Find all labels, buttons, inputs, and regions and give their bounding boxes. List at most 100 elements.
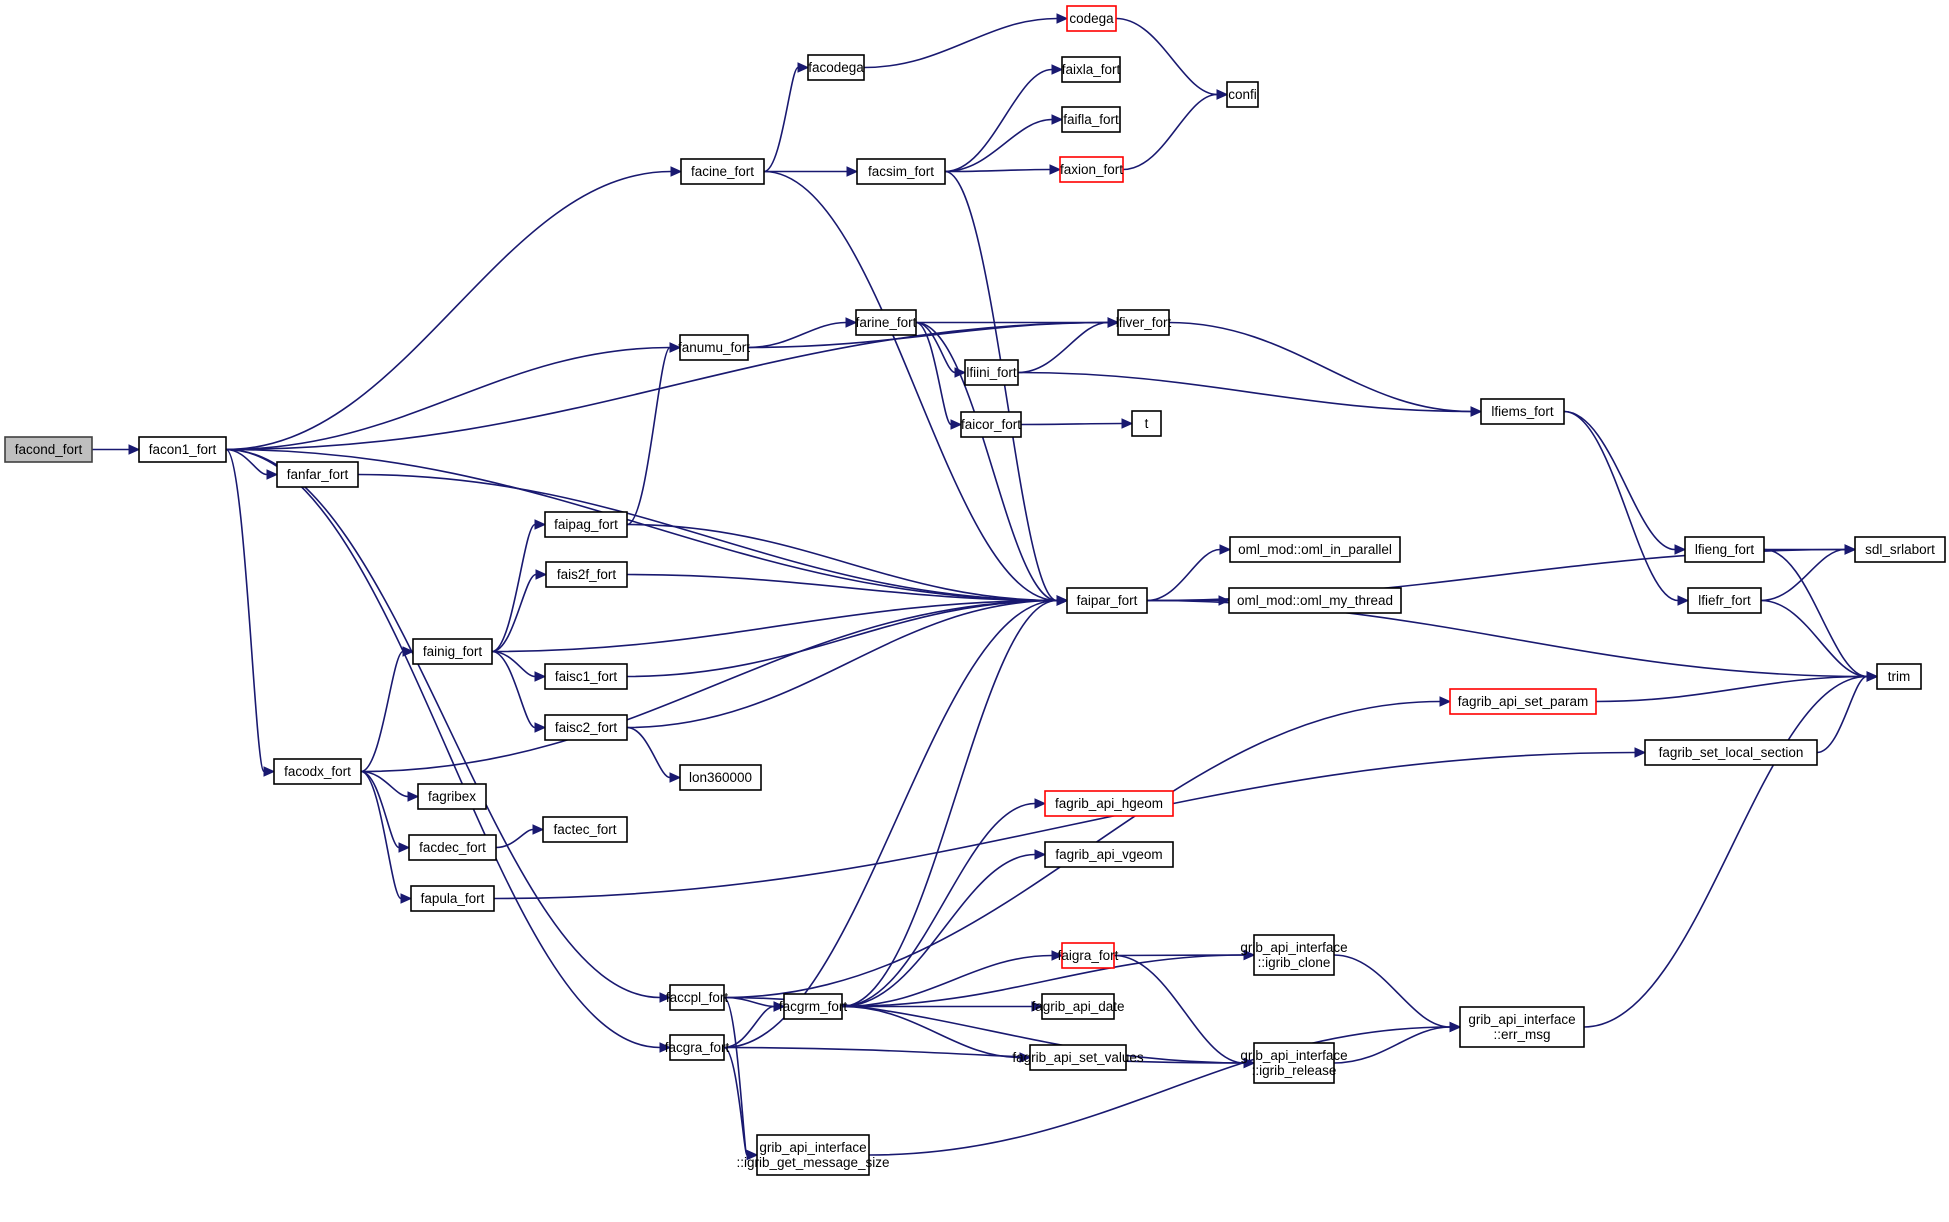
graph-node-fainig-fort[interactable]: fainig_fort — [412, 638, 493, 665]
node-box[interactable] — [783, 993, 843, 1020]
node-box[interactable] — [1876, 663, 1922, 690]
graph-node-fagrib-api-vgeom[interactable]: fagrib_api_vgeom — [1044, 841, 1174, 868]
graph-node-lfiini-fort[interactable]: lfiini_fort — [964, 359, 1019, 386]
graph-node-fanfar-fort[interactable]: fanfar_fort — [276, 461, 359, 488]
node-box[interactable] — [1044, 841, 1174, 868]
graph-node-faipar-fort[interactable]: faipar_fort — [1066, 587, 1148, 614]
graph-node-igrib-clone[interactable]: grib_api_interface::igrib_clone — [1240, 934, 1348, 976]
graph-node-confi[interactable]: confi — [1226, 81, 1259, 108]
node-box[interactable] — [807, 54, 865, 81]
graph-node-facine-fort[interactable]: facine_fort — [680, 158, 765, 185]
node-box[interactable] — [1644, 739, 1818, 766]
node-box[interactable] — [1687, 587, 1762, 614]
node-box[interactable] — [1226, 81, 1259, 108]
node-box[interactable] — [4, 436, 93, 463]
node-box[interactable] — [545, 561, 628, 588]
node-box[interactable] — [1066, 587, 1148, 614]
graph-node-faifla-fort[interactable]: faifla_fort — [1061, 106, 1121, 133]
node-box[interactable] — [669, 984, 725, 1011]
graph-node-faicor-fort[interactable]: faicor_fort — [960, 411, 1022, 438]
graph-node-farine-fort[interactable]: farine_fort — [855, 309, 917, 336]
graph-node-facsim-fort[interactable]: facsim_fort — [856, 158, 946, 185]
node-box[interactable] — [410, 885, 495, 912]
graph-node-fagribex[interactable]: fagribex — [417, 783, 487, 810]
node-box[interactable] — [544, 663, 628, 690]
node-box[interactable] — [138, 436, 227, 463]
node-box[interactable] — [1066, 5, 1117, 32]
graph-node-fagrib-api-set-values[interactable]: fagrib_api_set_values — [1012, 1044, 1144, 1071]
graph-node-lfiefr-fort[interactable]: lfiefr_fort — [1687, 587, 1762, 614]
node-box[interactable] — [544, 714, 628, 741]
node-box[interactable] — [1459, 1006, 1585, 1048]
graph-node-oml-my-thread[interactable]: oml_mod::oml_my_thread — [1228, 587, 1402, 614]
node-box[interactable] — [680, 158, 765, 185]
graph-node-faipag-fort[interactable]: faipag_fort — [544, 511, 628, 538]
graph-node-lfiver-fort[interactable]: lfiver_fort — [1116, 309, 1172, 336]
graph-node-err-msg[interactable]: grib_api_interface::err_msg — [1459, 1006, 1585, 1048]
node-box[interactable] — [1029, 1044, 1127, 1071]
graph-node-faxion-fort[interactable]: faxion_fort — [1059, 156, 1124, 183]
node-box[interactable] — [412, 638, 493, 665]
graph-node-fais2f-fort[interactable]: fais2f_fort — [545, 561, 628, 588]
node-box[interactable] — [1061, 942, 1115, 969]
graph-node-codega[interactable]: codega — [1066, 5, 1117, 32]
graph-node-facodx-fort[interactable]: facodx_fort — [273, 758, 362, 785]
node-box[interactable] — [1061, 106, 1121, 133]
graph-node-faisc2-fort[interactable]: faisc2_fort — [544, 714, 628, 741]
graph-node-fapula-fort[interactable]: fapula_fort — [410, 885, 495, 912]
graph-node-faixla-fort[interactable]: faixla_fort — [1061, 56, 1121, 83]
node-box[interactable] — [856, 158, 946, 185]
node-box[interactable] — [276, 461, 359, 488]
graph-node-facon1-fort[interactable]: facon1_fort — [138, 436, 227, 463]
node-box[interactable] — [1131, 410, 1162, 437]
graph-node-faigra-fort[interactable]: faigra_fort — [1058, 942, 1119, 969]
node-box[interactable] — [408, 834, 497, 861]
graph-node-facgra-fort[interactable]: facgra_fort — [665, 1034, 730, 1061]
graph-node-fagrib-set-local-section[interactable]: fagrib_set_local_section — [1644, 739, 1818, 766]
graph-node-sdl-srlabort[interactable]: sdl_srlabort — [1854, 536, 1946, 563]
graph-node-trim[interactable]: trim — [1876, 663, 1922, 690]
graph-node-facgrm-fort[interactable]: facgrm_fort — [779, 993, 848, 1020]
node-box[interactable] — [1059, 156, 1124, 183]
node-box[interactable] — [1480, 398, 1565, 425]
node-box[interactable] — [679, 764, 762, 791]
node-box[interactable] — [542, 816, 628, 843]
node-box[interactable] — [1044, 790, 1174, 817]
graph-node-igrib-get-message-size[interactable]: grib_api_interface::igrib_get_message_si… — [736, 1134, 890, 1176]
node-box[interactable] — [1253, 1042, 1335, 1084]
node-box[interactable] — [544, 511, 628, 538]
graph-node-fanumu-fort[interactable]: fanumu_fort — [678, 334, 750, 361]
graph-node-faccpl-fort[interactable]: faccpl_fort — [666, 984, 729, 1011]
graph-node-oml-in-parallel[interactable]: oml_mod::oml_in_parallel — [1229, 536, 1401, 563]
node-box[interactable] — [417, 783, 487, 810]
graph-node-fagrib-api-set-param[interactable]: fagrib_api_set_param — [1449, 688, 1597, 715]
graph-node-igrib-release[interactable]: grib_api_interface::igrib_release — [1240, 1042, 1348, 1084]
graph-node-facond-fort[interactable]: facond_fort — [4, 436, 93, 463]
node-box[interactable] — [1229, 536, 1401, 563]
node-box[interactable] — [679, 334, 749, 361]
node-box[interactable] — [1228, 587, 1402, 614]
node-box[interactable] — [1041, 993, 1115, 1020]
node-box[interactable] — [756, 1134, 870, 1176]
graph-node-factec-fort[interactable]: factec_fort — [542, 816, 628, 843]
graph-node-facodega[interactable]: facodega — [807, 54, 865, 81]
node-box[interactable] — [669, 1034, 725, 1061]
graph-node-faisc1-fort[interactable]: faisc1_fort — [544, 663, 628, 690]
graph-node-facdec-fort[interactable]: facdec_fort — [408, 834, 497, 861]
graph-node-fagrib-api-hgeom[interactable]: fagrib_api_hgeom — [1044, 790, 1174, 817]
graph-node-t[interactable]: t — [1131, 410, 1162, 437]
node-box[interactable] — [1253, 934, 1335, 976]
node-box[interactable] — [855, 309, 917, 336]
graph-node-lfiems-fort[interactable]: lfiems_fort — [1480, 398, 1565, 425]
node-box[interactable] — [964, 359, 1019, 386]
node-box[interactable] — [273, 758, 362, 785]
node-box[interactable] — [1117, 309, 1170, 336]
node-box[interactable] — [1061, 56, 1121, 83]
graph-node-lon360000[interactable]: lon360000 — [679, 764, 762, 791]
graph-node-fagrib-api-date[interactable]: fagrib_api_date — [1031, 993, 1125, 1020]
node-box[interactable] — [1449, 688, 1597, 715]
node-box[interactable] — [1684, 536, 1765, 563]
node-box[interactable] — [1854, 536, 1946, 563]
graph-node-lfieng-fort[interactable]: lfieng_fort — [1684, 536, 1765, 563]
node-box[interactable] — [960, 411, 1022, 438]
